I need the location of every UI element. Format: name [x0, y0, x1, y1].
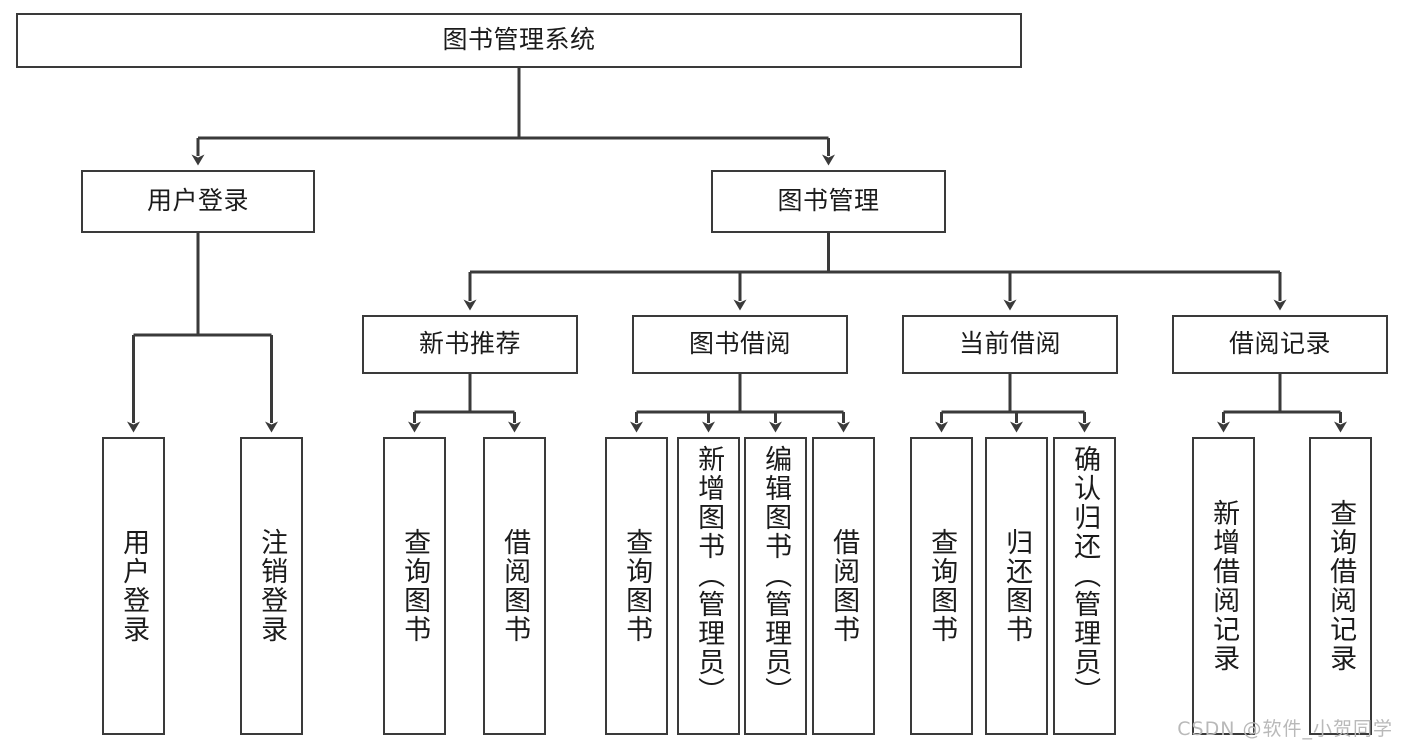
- node-label: 用户登录: [146, 186, 249, 216]
- node-leaf-confirm-return[interactable]: 确认归还（管理员）: [1053, 437, 1116, 735]
- node-label: 查询图书: [926, 528, 958, 644]
- node-leaf-add-borrow-record[interactable]: 新增借阅记录: [1192, 437, 1255, 735]
- node-label: 用户登录: [118, 528, 150, 644]
- node-leaf-add-book[interactable]: 新增图书（管理员）: [677, 437, 740, 735]
- node-label: 确认归还（管理员）: [1069, 445, 1101, 706]
- node-label: 当前借阅: [958, 329, 1061, 359]
- node-label: 查询图书: [621, 528, 653, 644]
- node-leaf-user-login[interactable]: 用户登录: [102, 437, 165, 735]
- node-leaf-edit-book[interactable]: 编辑图书（管理员）: [744, 437, 807, 735]
- node-new-book-recommend[interactable]: 新书推荐: [362, 315, 578, 374]
- node-book-management[interactable]: 图书管理: [711, 170, 946, 233]
- node-label: 借阅记录: [1228, 329, 1331, 359]
- node-leaf-query-book-borrow[interactable]: 查询图书: [605, 437, 668, 735]
- node-leaf-return-book[interactable]: 归还图书: [985, 437, 1048, 735]
- node-leaf-query-borrow-record[interactable]: 查询借阅记录: [1309, 437, 1372, 735]
- node-book-borrow[interactable]: 图书借阅: [632, 315, 848, 374]
- node-label: 图书管理系统: [442, 25, 596, 55]
- node-label: 查询图书: [399, 528, 431, 644]
- node-leaf-query-book-recommend[interactable]: 查询图书: [383, 437, 446, 735]
- node-label: 借阅图书: [499, 528, 531, 644]
- node-leaf-borrow-book-recommend[interactable]: 借阅图书: [483, 437, 546, 735]
- node-current-borrow[interactable]: 当前借阅: [902, 315, 1118, 374]
- node-user-login[interactable]: 用户登录: [81, 170, 315, 233]
- node-label: 图书借阅: [688, 329, 791, 359]
- node-label: 借阅图书: [828, 528, 860, 644]
- node-leaf-logout[interactable]: 注销登录: [240, 437, 303, 735]
- node-borrow-record[interactable]: 借阅记录: [1172, 315, 1388, 374]
- node-label: 新书推荐: [418, 329, 521, 359]
- node-label: 新增图书（管理员）: [693, 445, 725, 706]
- node-label: 新增借阅记录: [1208, 499, 1240, 673]
- node-label: 注销登录: [256, 528, 288, 644]
- node-root[interactable]: 图书管理系统: [16, 13, 1022, 68]
- node-label: 查询借阅记录: [1325, 499, 1357, 673]
- node-label: 编辑图书（管理员）: [760, 445, 792, 706]
- watermark-text: CSDN @软件_小贺同学: [1177, 718, 1393, 740]
- node-label: 图书管理: [777, 186, 880, 216]
- node-leaf-query-book-current[interactable]: 查询图书: [910, 437, 973, 735]
- node-leaf-borrow-book[interactable]: 借阅图书: [812, 437, 875, 735]
- node-label: 归还图书: [1001, 528, 1033, 644]
